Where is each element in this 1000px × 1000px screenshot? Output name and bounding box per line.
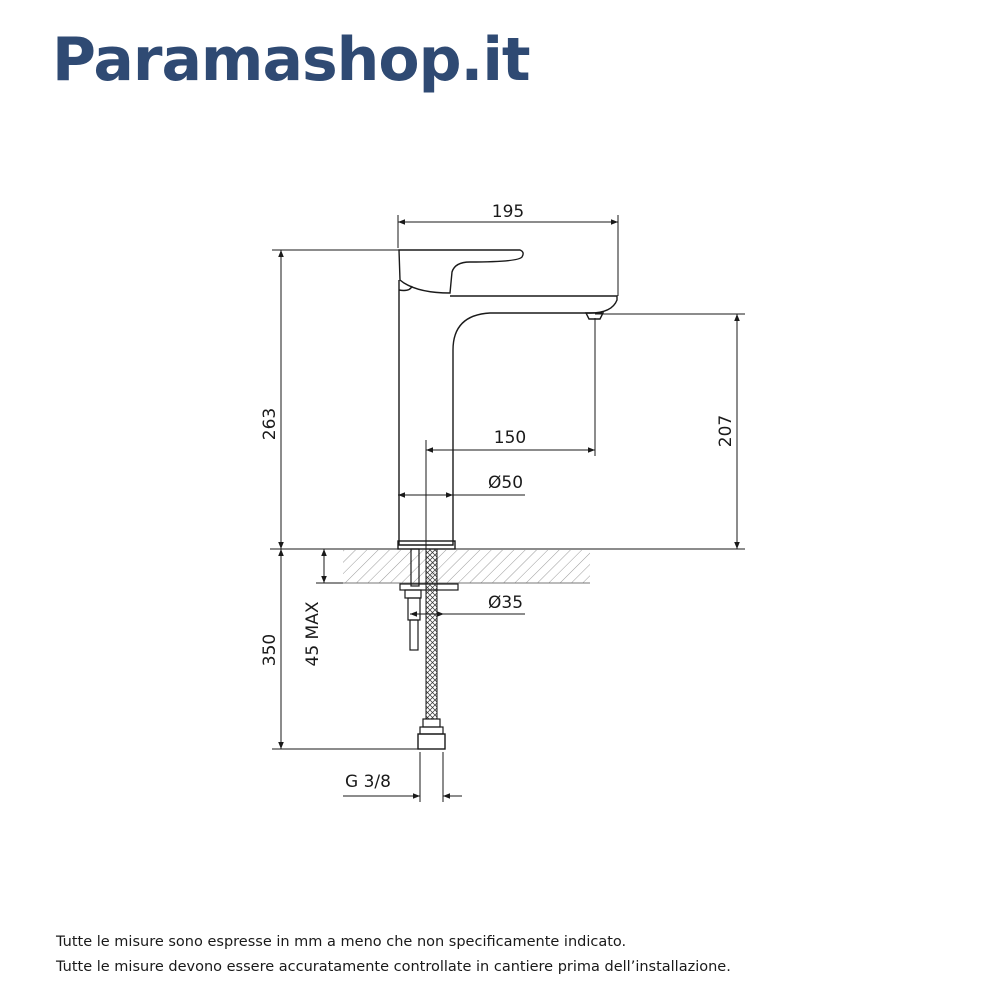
faucet-outline xyxy=(397,249,618,550)
dim-hole-diameter-label: Ø35 xyxy=(488,593,523,613)
footnote-site-check: Tutte le misure devono essere accuratame… xyxy=(56,959,731,975)
dim-hose-length-label: 350 xyxy=(260,634,280,666)
flexible-hose xyxy=(417,548,446,750)
dim-reach-label: 150 xyxy=(494,428,526,448)
countertop xyxy=(270,548,745,584)
dim-height-label: 263 xyxy=(260,408,280,440)
dim-connection-label: G 3/8 xyxy=(345,772,391,792)
dim-body-diameter-label: Ø50 xyxy=(488,473,523,493)
dim-width-label: 195 xyxy=(492,202,524,222)
dim-spout-height-label: 207 xyxy=(716,415,736,447)
brand-logo: Paramashop.it xyxy=(52,25,531,95)
footnote-measurements-unit: Tutte le misure sono espresse in mm a me… xyxy=(56,934,627,950)
dim-deck-thickness-label: 45 MAX xyxy=(303,601,323,666)
dimension-lines xyxy=(272,215,745,802)
